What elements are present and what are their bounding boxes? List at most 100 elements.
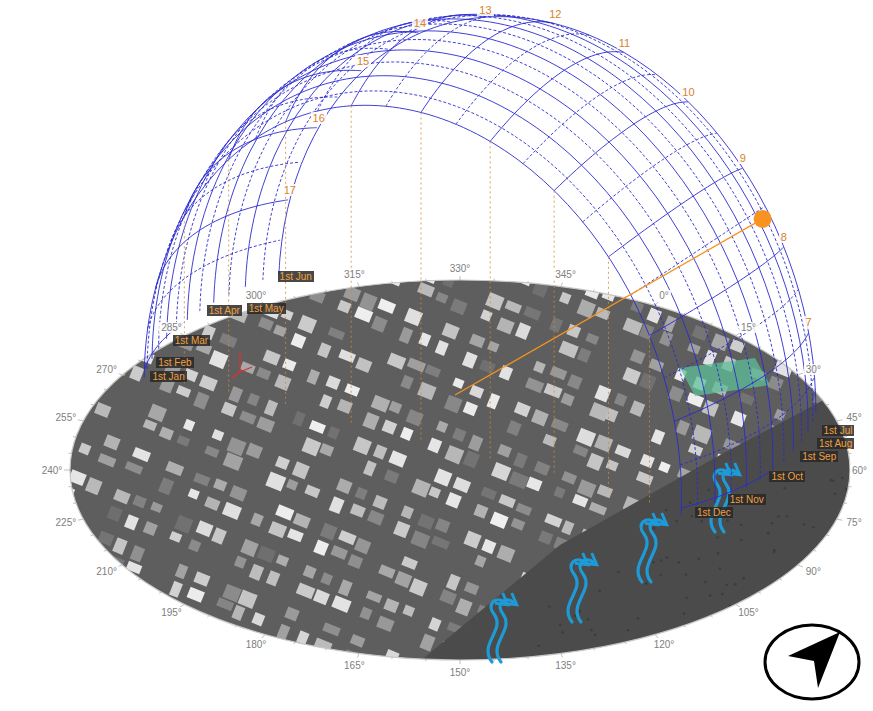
field-texture <box>716 536 719 539</box>
field-texture <box>725 584 728 587</box>
building <box>594 257 610 270</box>
building <box>572 494 588 508</box>
building <box>16 467 29 483</box>
rim-tick <box>294 296 295 298</box>
building <box>183 419 195 432</box>
building <box>727 706 742 711</box>
building <box>342 698 356 711</box>
building <box>473 504 488 519</box>
hour-label: 11 <box>617 37 632 49</box>
building <box>646 307 662 323</box>
field-texture <box>812 526 815 529</box>
building <box>72 44 85 59</box>
building <box>56 139 74 154</box>
building <box>57 318 74 332</box>
building <box>523 306 541 321</box>
building <box>485 292 505 311</box>
building <box>307 189 322 202</box>
field-texture <box>428 704 431 707</box>
building <box>0 241 7 257</box>
field-texture <box>839 579 842 582</box>
building <box>689 692 702 708</box>
building <box>98 36 116 50</box>
hour-line <box>631 207 765 295</box>
building <box>405 181 417 194</box>
building <box>4 314 18 329</box>
building <box>658 461 671 473</box>
azimuth-label: 135° <box>553 660 578 671</box>
field-texture <box>786 515 789 518</box>
building <box>244 710 258 711</box>
building <box>193 571 210 586</box>
building <box>836 334 854 351</box>
building <box>865 445 873 460</box>
building <box>430 122 446 138</box>
building <box>606 459 619 471</box>
building <box>200 97 215 110</box>
building <box>15 419 30 435</box>
building <box>370 213 387 229</box>
building <box>257 545 276 563</box>
rim-tick <box>207 323 209 325</box>
building <box>276 554 289 566</box>
rim-tick <box>625 642 626 644</box>
rim-tick <box>527 281 529 283</box>
building <box>97 86 115 103</box>
field-texture <box>677 561 680 564</box>
azimuth-label: 345° <box>553 269 578 280</box>
azimuth-label: 165° <box>342 660 367 671</box>
building <box>61 70 78 88</box>
building <box>586 698 600 711</box>
building <box>182 318 198 331</box>
day-path <box>187 31 773 470</box>
building <box>597 484 613 498</box>
building <box>366 590 383 603</box>
building <box>309 240 328 256</box>
field-texture <box>708 489 711 492</box>
building <box>52 562 64 574</box>
building <box>481 487 497 501</box>
field-texture <box>665 556 668 559</box>
field-texture <box>709 594 712 597</box>
building <box>754 272 770 290</box>
building <box>0 608 8 622</box>
rim-tick <box>358 283 360 287</box>
month-label: 1st Jul <box>822 425 855 436</box>
rim-tick <box>73 502 76 503</box>
building <box>630 349 646 365</box>
building <box>577 479 597 498</box>
building <box>767 376 783 392</box>
building <box>726 655 745 671</box>
building <box>586 453 604 471</box>
building <box>20 174 39 190</box>
building <box>136 70 157 89</box>
building <box>51 332 67 346</box>
building <box>424 683 443 697</box>
building <box>464 582 480 596</box>
field-texture <box>626 701 629 704</box>
building <box>428 486 441 498</box>
building <box>498 265 515 282</box>
building <box>367 94 381 110</box>
azimuth-label: 150° <box>448 667 473 678</box>
building <box>496 317 514 334</box>
field-texture <box>700 520 703 523</box>
field-texture <box>669 656 672 659</box>
building <box>112 537 128 555</box>
azimuth-label: 90° <box>804 566 823 577</box>
building <box>515 272 532 286</box>
building <box>547 683 562 698</box>
building <box>33 327 49 340</box>
building <box>126 561 143 574</box>
field-texture <box>587 695 590 698</box>
building <box>371 316 388 333</box>
building <box>250 512 264 527</box>
building <box>544 383 563 399</box>
field-texture <box>776 608 779 611</box>
building <box>252 248 270 264</box>
building <box>659 331 673 347</box>
building <box>90 232 106 248</box>
hour-line <box>421 22 554 113</box>
building <box>474 685 489 699</box>
field-texture <box>783 487 786 490</box>
